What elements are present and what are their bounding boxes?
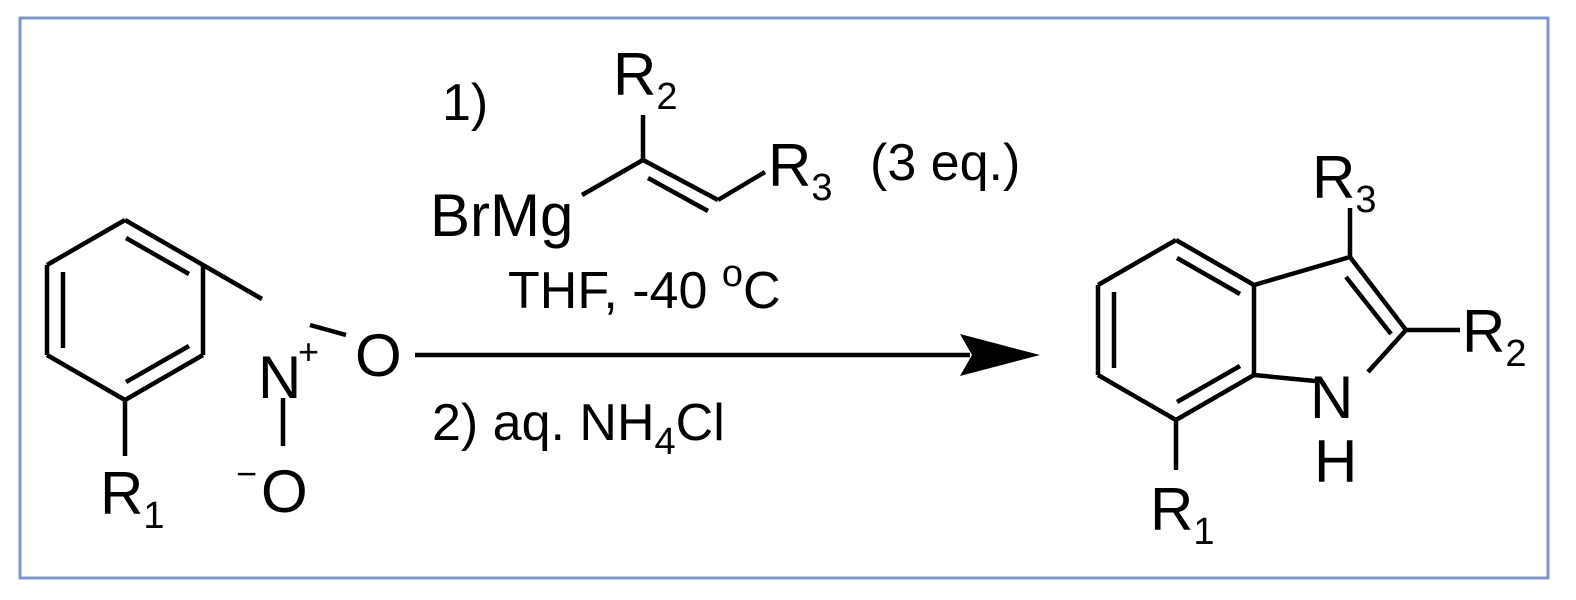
c2-n-bond xyxy=(1366,328,1408,374)
ring-inner-bond xyxy=(124,344,191,384)
ring-bond xyxy=(123,353,205,402)
alkene-bond xyxy=(641,158,720,202)
reaction-conditions: THF, -40 oC 2) aq. NH4Cl xyxy=(415,253,1040,463)
product-r3-label: R3 xyxy=(1312,144,1376,221)
equivalents-label: (3 eq.) xyxy=(870,134,1020,192)
nitro-nitrogen: N xyxy=(258,344,301,411)
reagent-vinyl-grignard: 1) R2 BrMg R3 (3 eq.) xyxy=(430,41,1020,249)
indole-hydrogen: H xyxy=(1314,428,1357,495)
indole-nitrogen: N xyxy=(1310,364,1353,431)
oxygen-charge: − xyxy=(236,453,257,494)
benzo-ring-bond xyxy=(1174,238,1256,287)
pyrrole-bond xyxy=(1253,254,1351,288)
ring-bond xyxy=(123,218,205,267)
single-bond-oxygen: O xyxy=(261,458,308,525)
double-bond-oxygen: O xyxy=(355,322,402,389)
product-r2-label: R2 xyxy=(1462,298,1526,375)
solvent-temperature: THF, -40 oC xyxy=(508,253,781,320)
c7a-n-bond xyxy=(1253,372,1316,384)
bromomagnesium-label: BrMg xyxy=(430,182,573,249)
benzo-ring-bond xyxy=(1174,373,1256,422)
reactant-r1-label: R1 xyxy=(100,460,164,537)
reagent-r2-label: R2 xyxy=(613,41,677,118)
pyrrole-double-bond xyxy=(1348,255,1408,332)
benzo-ring-bond xyxy=(1096,373,1178,422)
n-o-double-bond xyxy=(309,322,347,338)
product-indole: R3 R2 N H R1 xyxy=(1095,144,1526,553)
reaction-arrow-head xyxy=(960,334,1040,376)
step-2-workup: 2) aq. NH4Cl xyxy=(432,394,725,463)
alkene-inner-bond xyxy=(646,176,710,213)
reactant-nitroarene: N + O − O R1 xyxy=(44,218,402,537)
nitrogen-charge: + xyxy=(298,331,319,372)
product-r1-label: R1 xyxy=(1150,476,1214,553)
ring-bond xyxy=(45,353,127,402)
benzo-inner-bond xyxy=(1175,364,1242,404)
benzo-inner-bond xyxy=(1175,256,1242,296)
reagent-r3-label: R3 xyxy=(768,132,832,209)
benzo-ring-bond xyxy=(1096,238,1178,287)
mg-c-bond xyxy=(580,158,645,197)
step-1-label: 1) xyxy=(442,74,488,132)
pyrrole-inner-bond xyxy=(1344,275,1393,336)
ring-inner-bond xyxy=(124,236,191,276)
scheme-frame xyxy=(18,16,1550,580)
ring-bond xyxy=(45,218,127,267)
c-n-bond xyxy=(201,263,264,301)
c-r3-bond xyxy=(716,170,767,202)
